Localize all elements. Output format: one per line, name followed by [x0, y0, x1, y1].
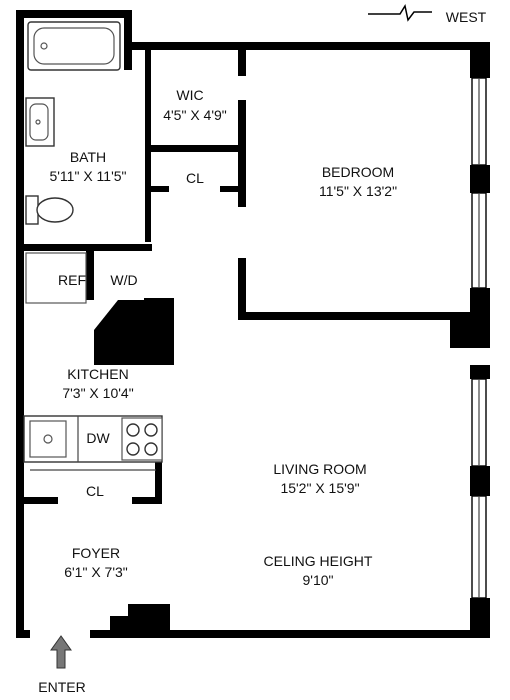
- foyer-name: FOYER: [72, 545, 120, 561]
- bedroom-dims: 11'5" X 13'2": [319, 183, 397, 199]
- kitchen-dims: 7'3" X 10'4": [62, 385, 133, 401]
- bedroom-name: BEDROOM: [322, 164, 394, 180]
- closet-lower-name: CL: [86, 483, 104, 499]
- ceiling-dims: 9'10": [302, 572, 333, 588]
- walls: [16, 10, 490, 638]
- ref-name: REF: [58, 272, 86, 288]
- bath-name: BATH: [70, 149, 106, 165]
- wic-name: WIC: [176, 87, 203, 103]
- west-label: WEST: [446, 9, 487, 25]
- dw-name: DW: [86, 430, 110, 446]
- closet-upper-name: CL: [186, 170, 204, 186]
- kitchen-name: KITCHEN: [67, 366, 128, 382]
- bathtub: [27, 21, 121, 71]
- enter-label: ENTER: [38, 679, 85, 695]
- windows: [471, 77, 487, 599]
- bath-dims: 5'11" X 11'5": [49, 168, 126, 184]
- toilet: [25, 195, 74, 225]
- entry-arrow-icon: [50, 635, 72, 669]
- wd-name: W/D: [110, 272, 137, 288]
- bath-sink: [25, 97, 55, 147]
- foyer-dims: 6'1" X 7'3": [64, 564, 128, 580]
- living-name: LIVING ROOM: [273, 461, 366, 477]
- living-dims: 15'2" X 15'9": [280, 480, 359, 496]
- ceiling-name: CELING HEIGHT: [264, 553, 373, 569]
- refrigerator: [25, 252, 87, 304]
- wic-dims: 4'5" X 4'9": [163, 107, 227, 123]
- west-indicator: WEST: [368, 4, 487, 25]
- kitchen-counter: [23, 415, 163, 463]
